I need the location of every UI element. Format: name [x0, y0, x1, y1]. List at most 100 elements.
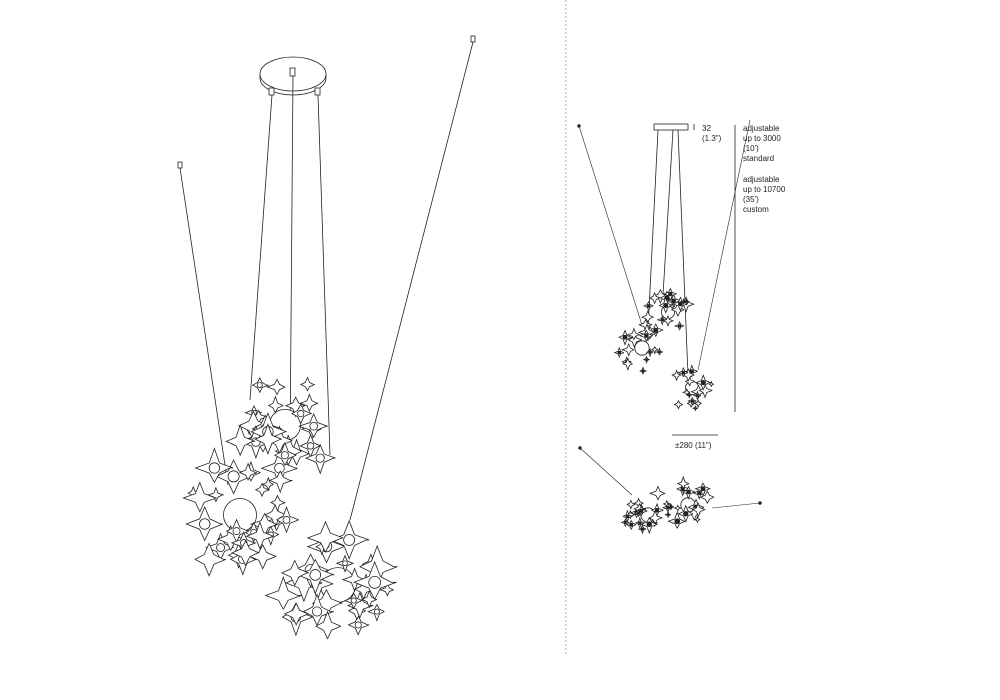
cluster-hole — [694, 407, 697, 410]
cluster-hole — [682, 300, 685, 303]
cluster-hole — [637, 511, 641, 515]
cluster-hole — [638, 521, 642, 525]
cluster-petal — [299, 376, 315, 392]
wall-anchor — [470, 35, 476, 43]
cluster-hole — [343, 534, 356, 546]
canopy-connector — [314, 87, 321, 96]
cluster-hole — [315, 453, 325, 463]
cluster-petal — [640, 309, 654, 323]
canopy-connector — [289, 67, 296, 77]
pendant-cluster — [671, 364, 715, 412]
cluster-petal — [671, 369, 682, 382]
cluster-petal — [266, 378, 286, 396]
standard-length-label: adjustable up to 3000 (10') standard — [743, 124, 781, 164]
suspension-cable — [249, 94, 273, 401]
cluster-petal — [194, 542, 226, 577]
pendant-cluster — [662, 475, 715, 530]
cluster-hole — [641, 369, 645, 373]
text: (35') — [743, 195, 759, 204]
cluster-petal — [245, 521, 274, 550]
cluster-hole — [232, 527, 241, 536]
cluster-petal — [673, 399, 684, 410]
cluster-hole — [646, 304, 651, 308]
cluster-petal — [378, 581, 394, 597]
cluster-petal — [280, 559, 309, 587]
text: (10') — [743, 144, 759, 153]
cluster-petal — [315, 610, 342, 640]
cluster-petal — [694, 515, 701, 524]
cluster-petal — [341, 567, 365, 593]
guide-cable — [349, 41, 474, 521]
cluster-hole — [208, 462, 221, 474]
cluster-petal — [306, 520, 344, 553]
cluster-petal — [267, 395, 284, 414]
cluster-hole — [640, 527, 645, 531]
cluster-petal — [681, 387, 691, 397]
cluster-hole — [342, 560, 348, 567]
cluster-petal — [684, 375, 696, 387]
cluster-hole — [700, 380, 706, 386]
suspension-cable — [289, 75, 294, 451]
cluster-petal — [254, 423, 282, 455]
cluster-hole — [683, 511, 689, 517]
cluster-hole — [663, 302, 669, 308]
cluster-petal — [621, 342, 635, 357]
cluster-hole — [216, 543, 225, 552]
cluster-hole — [297, 410, 305, 418]
cluster-hole — [700, 486, 706, 492]
cluster-petal — [207, 486, 224, 503]
cluster-hole — [309, 422, 318, 431]
cluster-petal — [692, 502, 706, 518]
pendant-cluster — [264, 519, 398, 640]
pendant-cluster — [620, 485, 666, 535]
cluster-petal — [676, 475, 690, 490]
cluster-petal — [238, 462, 258, 481]
cluster-hole — [629, 522, 634, 527]
cluster-hole — [671, 298, 676, 304]
pendant-cluster — [225, 376, 336, 488]
cluster-petal — [248, 544, 277, 570]
perspective-view — [177, 35, 476, 640]
cluster-hole — [274, 462, 285, 474]
cluster-hole — [681, 370, 686, 375]
cluster-hole — [622, 334, 628, 340]
cluster-hole — [350, 597, 357, 604]
cluster-petal — [650, 345, 659, 355]
plan-view — [578, 446, 762, 535]
cluster-hole — [623, 520, 627, 524]
cluster-petal — [299, 393, 319, 413]
cluster-hole — [368, 576, 382, 589]
text: custom — [743, 205, 769, 214]
cluster-hole — [697, 490, 702, 496]
cluster-petal — [268, 470, 293, 494]
cluster-hole — [282, 516, 291, 524]
custom-length-label: adjustable up to 10700 (35') custom — [743, 175, 785, 215]
text: up to 10700 — [743, 185, 786, 194]
cluster-hole — [645, 358, 648, 361]
elevation-view — [577, 119, 751, 436]
cluster-hole — [625, 514, 630, 519]
cluster-hole — [227, 470, 240, 483]
cluster-core — [634, 340, 650, 356]
guide-cable — [579, 447, 633, 496]
cluster-hole — [666, 513, 670, 516]
guide-cable — [578, 125, 643, 326]
cluster-petal — [648, 485, 666, 501]
text: adjustable — [743, 124, 780, 133]
canopy-connector — [268, 87, 275, 96]
cluster-hole — [686, 489, 691, 495]
cluster-hole — [658, 350, 661, 354]
cluster-petal — [698, 384, 713, 399]
cluster-hole — [648, 350, 652, 354]
cluster-petal — [648, 292, 661, 305]
cluster-petal — [693, 399, 702, 409]
cluster-hole — [306, 442, 315, 450]
cluster-petal — [622, 357, 633, 371]
cluster-hole — [688, 393, 691, 397]
canopy-height-mm: 32 — [702, 124, 711, 133]
text: up to 3000 — [743, 134, 781, 143]
cluster-petal — [668, 303, 676, 310]
cluster-hole — [309, 569, 322, 581]
cluster-hole — [677, 324, 682, 328]
